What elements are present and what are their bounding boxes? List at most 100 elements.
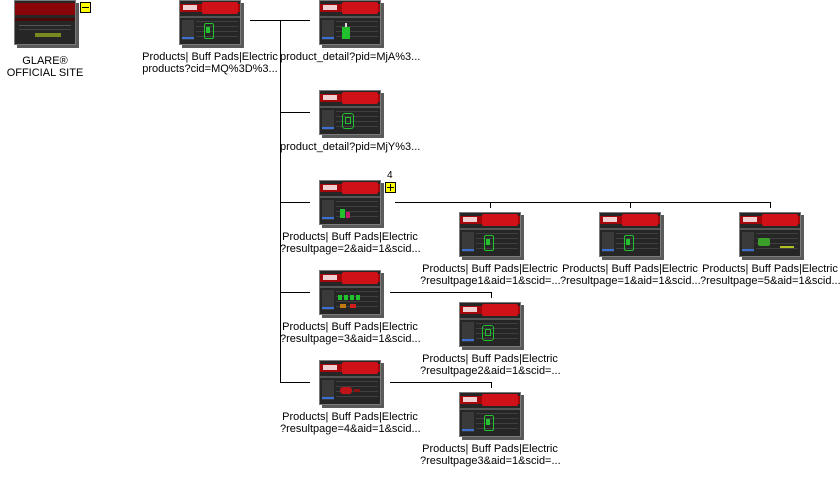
node-label: GLARE® OFFICIAL SITE [0,55,115,79]
thumbnail-detail [336,216,378,217]
thumbnail-detail [336,291,378,292]
thumbnail-detail [336,26,378,27]
thumbnail-detail [336,386,378,387]
thumbnail-detail [482,304,518,316]
thumbnail-detail [323,185,337,190]
thumbnail-detail [482,214,518,226]
thumbnail-detail [482,325,494,341]
tree-node[interactable]: Products| Buff Pads|Electric ?resultpage… [560,212,701,287]
root-node[interactable]: GLARE® OFFICIAL SITE [0,0,115,79]
thumbnail-detail [204,23,214,39]
page-thumbnail[interactable] [459,302,521,347]
thumbnail-detail [756,238,798,239]
thumbnail-detail [336,206,378,207]
thumbnail-detail [616,238,658,239]
thumbnail-detail [342,27,350,39]
thumbnail-detail [342,362,378,374]
thumbnail-detail [322,217,334,219]
page-thumbnail[interactable] [459,212,521,257]
thumbnail-detail [336,201,378,202]
thumbnail-detail [616,233,658,234]
page-thumbnail[interactable] [739,212,801,257]
thumbnail-detail [484,235,494,251]
thumbnail-detail [462,249,474,251]
thumbnail-detail [196,26,238,27]
node-label-line1: product_detail?pid=MjY%3... [280,141,421,153]
node-label-line2: ?resultpage=1&aid=1&scid... [560,275,701,287]
page-thumbnail[interactable] [599,212,661,257]
node-label-line1: Products| Buff Pads|Electric [702,263,838,275]
thumbnail-detail [183,5,197,10]
thumbnail-detail [336,36,378,37]
thumbnail-detail [182,37,194,39]
thumbnail-detail [460,228,520,230]
thumbnail-detail [336,121,378,122]
thumbnail-detail [463,307,477,312]
thumbnail-detail [15,3,75,15]
tree-node[interactable]: Products| Buff Pads|Electric ?resultpage… [700,212,840,287]
node-label-line1: product_detail?pid=MjA%3... [280,51,421,63]
thumbnail-detail [336,381,378,382]
node-label-line2: ?resultpage=2&aid=1&scid... [280,243,421,255]
tree-node[interactable]: Products| Buff Pads|Electric ?resultpage… [280,180,421,255]
thumbnail-detail [476,413,518,414]
thumbnail-detail [342,92,378,104]
node-label-line2: OFFICIAL SITE [6,67,84,79]
thumbnail-detail [342,182,378,194]
node-label: Products| Buff Pads|Electric ?resultpage… [280,411,421,435]
page-thumbnail[interactable] [459,392,521,437]
thumbnail-detail [600,228,660,230]
thumbnail-detail [340,387,352,394]
page-thumbnail[interactable] [319,0,381,45]
page-thumbnail[interactable] [319,90,381,135]
thumbnail-detail [486,239,490,245]
thumbnail-detail [743,217,757,222]
thumbnail-detail [476,328,518,329]
tree-node[interactable]: product_detail?pid=MjA%3... [280,0,420,63]
thumbnail-detail [476,233,518,234]
thumbnail-detail [336,396,378,397]
thumbnail-detail [758,238,770,246]
tree-node[interactable]: product_detail?pid=MjY%3... [280,90,420,153]
node-label-line1: Products| Buff Pads|Electric [282,321,418,333]
expand-icon[interactable] [385,182,396,193]
thumbnail-detail [340,304,346,308]
tree-node[interactable]: Products| Buff Pads|Electric products?ci… [140,0,280,75]
tree-node[interactable]: Products| Buff Pads|Electric ?resultpage… [280,270,421,345]
thumbnail-detail [602,249,614,251]
thumbnail-detail [338,295,342,300]
page-thumbnail[interactable] [179,0,241,45]
thumbnail-detail [336,126,378,127]
thumbnail-detail [35,33,61,37]
thumbnail-detail [462,429,474,431]
thumbnail-detail [196,31,238,32]
thumbnail-detail [624,235,634,251]
thumbnail-detail [323,365,337,370]
page-thumbnail[interactable] [319,270,381,315]
thumbnail-detail [322,127,334,129]
thumbnail-detail [742,249,754,251]
node-label: product_detail?pid=MjY%3... [280,141,420,153]
thumbnail-detail [336,116,378,117]
tree-node[interactable]: Products| Buff Pads|Electric ?resultpage… [280,360,421,435]
thumbnail-detail [19,25,71,26]
thumbnail-detail [336,31,378,32]
thumbnail-detail [320,376,380,378]
thumbnail-detail [476,243,518,244]
page-thumbnail[interactable] [14,0,76,45]
thumbnail-detail [476,423,518,424]
thumbnail-detail [323,275,337,280]
thumbnail-detail [322,290,334,310]
thumbnail-detail [476,248,518,249]
node-label-line2: ?resultpage3&aid=1&scid=... [420,455,561,467]
tree-node[interactable]: Products| Buff Pads|Electric ?resultpage… [420,212,561,287]
page-thumbnail[interactable] [319,360,381,405]
thumbnail-detail [345,117,351,124]
thumbnail-detail [336,111,378,112]
collapse-icon[interactable] [80,2,91,13]
page-thumbnail[interactable] [319,180,381,225]
tree-node[interactable]: Products| Buff Pads|Electric ?resultpage… [420,302,561,377]
tree-node[interactable]: Products| Buff Pads|Electric ?resultpage… [420,392,561,467]
thumbnail-detail [482,394,518,406]
